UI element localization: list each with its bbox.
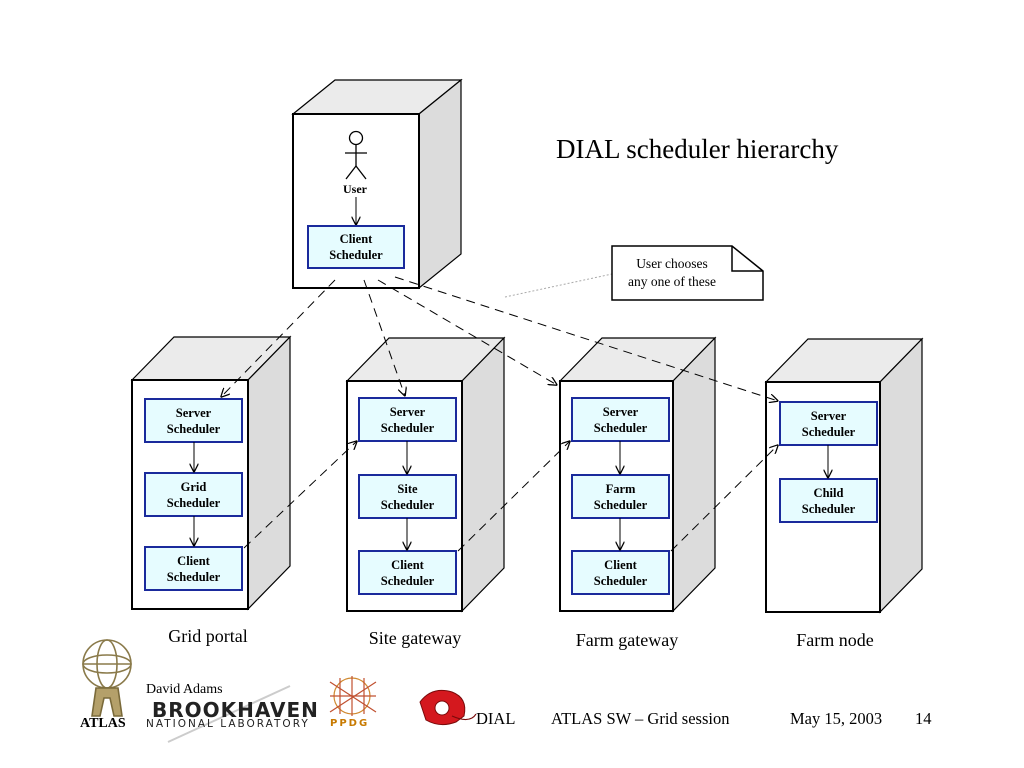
node-label-site-gateway: Site gateway xyxy=(368,628,462,648)
node-server-scheduler-box xyxy=(779,401,878,446)
footer-session: ATLAS SW – Grid session xyxy=(551,709,730,728)
forward-arrows xyxy=(243,441,778,552)
brookhaven-logo-subtext: NATIONAL LABORATORY xyxy=(146,718,310,730)
site-server-scheduler-box xyxy=(358,397,457,442)
internal-arrows xyxy=(194,441,828,550)
node-child-scheduler-box xyxy=(779,478,878,523)
node-scheduler-boxes xyxy=(144,397,878,595)
node-label-farm-node: Farm node xyxy=(796,630,874,650)
site-site-scheduler-box xyxy=(358,474,457,519)
atlas-statue-icon xyxy=(82,639,132,717)
author-name: David Adams xyxy=(146,682,223,697)
footer-date: May 15, 2003 xyxy=(790,709,883,728)
page-title: DIAL scheduler hierarchy xyxy=(556,134,839,164)
ppdg-icon xyxy=(329,676,377,716)
telephone-icon xyxy=(419,689,477,726)
top-client-scheduler-box xyxy=(307,225,405,269)
bnl-swoosh xyxy=(167,685,291,743)
brookhaven-logo-text: BROOKHAVEN xyxy=(152,698,319,722)
node-cube-farm-node xyxy=(764,337,924,614)
user-label: User xyxy=(343,182,367,196)
note-shape xyxy=(611,245,764,301)
note-pointer xyxy=(504,273,613,298)
farm-server-scheduler-box xyxy=(571,397,670,442)
node-label-farm-gateway: Farm gateway xyxy=(575,630,679,650)
farm-client-scheduler-box xyxy=(571,550,670,595)
choice-arrows xyxy=(221,276,778,401)
grid-client-scheduler-box xyxy=(144,546,243,591)
grid-server-scheduler-box xyxy=(144,398,243,443)
page-number: 14 xyxy=(915,709,932,728)
atlas-logo-text: ATLAS xyxy=(80,716,126,731)
node-label-grid-portal: Grid portal xyxy=(168,626,248,646)
site-client-scheduler-box xyxy=(358,550,457,595)
stick-figure-icon xyxy=(345,130,367,180)
farm-farm-scheduler-box xyxy=(571,474,670,519)
footer-dial: DIAL xyxy=(476,709,516,728)
ppdg-logo-text: PPDG xyxy=(330,718,370,729)
